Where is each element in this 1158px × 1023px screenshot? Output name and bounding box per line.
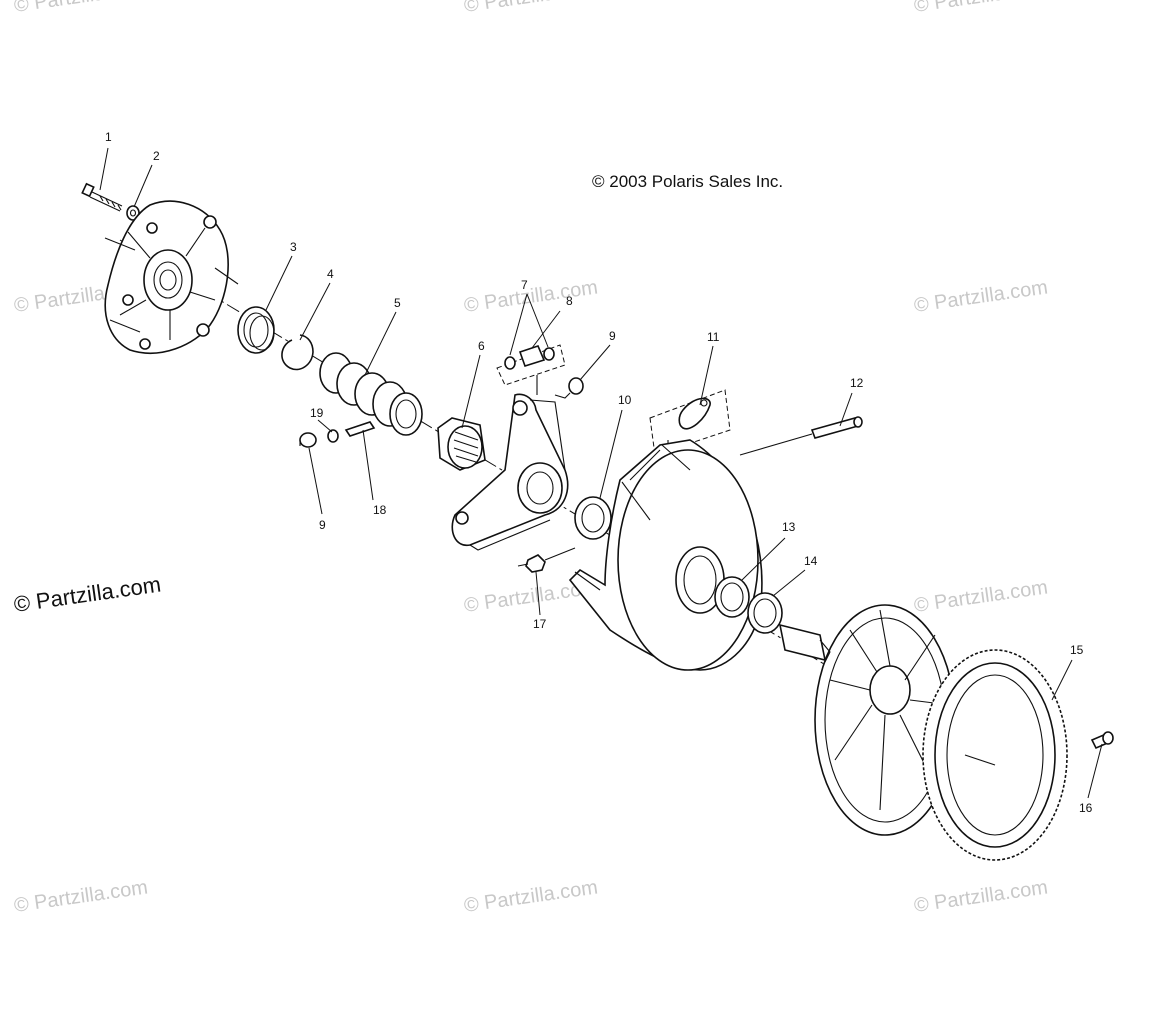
part-12-pin xyxy=(739,416,863,456)
callout-4: 4 xyxy=(327,267,334,281)
watermark: © Partzilla.com xyxy=(463,876,600,917)
part-16-screw xyxy=(1090,731,1114,750)
watermark: © Partzilla.com xyxy=(913,576,1050,617)
part-19-washer xyxy=(327,429,339,443)
partzilla-watermark: © Partzilla.com xyxy=(12,572,162,617)
callout-18: 18 xyxy=(373,503,387,517)
callout-12: 12 xyxy=(850,376,864,390)
watermark: © Partzilla.com xyxy=(13,876,150,917)
part-1-bolt xyxy=(81,182,123,212)
part-movable-sheave xyxy=(568,439,763,671)
callout-5: 5 xyxy=(394,296,401,310)
callout-15: 15 xyxy=(1070,643,1084,657)
part-cover-plate xyxy=(104,200,239,354)
part-17-nut xyxy=(517,547,576,573)
part-13-bushing xyxy=(714,576,750,618)
watermark: © Partzilla.com xyxy=(13,0,150,17)
callout-3: 3 xyxy=(290,240,297,254)
part-fixed-sheave xyxy=(778,604,956,836)
part-9-button-left xyxy=(299,432,317,448)
callout-19: 19 xyxy=(310,406,324,420)
part-spider-arm xyxy=(451,393,569,551)
part-15-ring-gear xyxy=(922,649,1068,861)
watermark: © Partzilla.com xyxy=(913,876,1050,917)
part-4-snap-ring xyxy=(281,334,314,371)
callout-9-right: 9 xyxy=(609,329,616,343)
watermark: © Partzilla.com xyxy=(463,0,600,17)
callout-17: 17 xyxy=(533,617,547,631)
watermark: © Partzilla.com xyxy=(913,276,1050,317)
callout-8: 8 xyxy=(566,294,573,308)
callout-13: 13 xyxy=(782,520,796,534)
callout-2: 2 xyxy=(153,149,160,163)
part-18-pin xyxy=(344,421,376,437)
callout-16: 16 xyxy=(1079,801,1093,815)
part-10-washer xyxy=(574,496,612,540)
part-9-button-right xyxy=(554,377,584,399)
part-7-8-group xyxy=(496,344,566,395)
callout-6: 6 xyxy=(478,339,485,353)
copyright-notice: © 2003 Polaris Sales Inc. xyxy=(592,172,783,191)
part-5-spring xyxy=(319,352,423,436)
callout-14: 14 xyxy=(804,554,818,568)
watermark: © Partzilla.com xyxy=(463,276,600,317)
callout-labels: 1 2 3 4 5 6 7 8 9 10 11 12 13 14 15 16 1… xyxy=(105,130,1093,815)
watermark: © Partzilla.com xyxy=(913,0,1050,17)
callout-9-left: 9 xyxy=(319,518,326,532)
leader-lines xyxy=(99,147,1103,799)
part-6-cam xyxy=(437,417,486,471)
callout-1: 1 xyxy=(105,130,112,144)
callout-10: 10 xyxy=(618,393,632,407)
part-14-washer xyxy=(747,592,783,634)
callout-11: 11 xyxy=(707,330,720,344)
callout-7: 7 xyxy=(521,278,528,292)
part-3-bushing xyxy=(237,306,275,354)
